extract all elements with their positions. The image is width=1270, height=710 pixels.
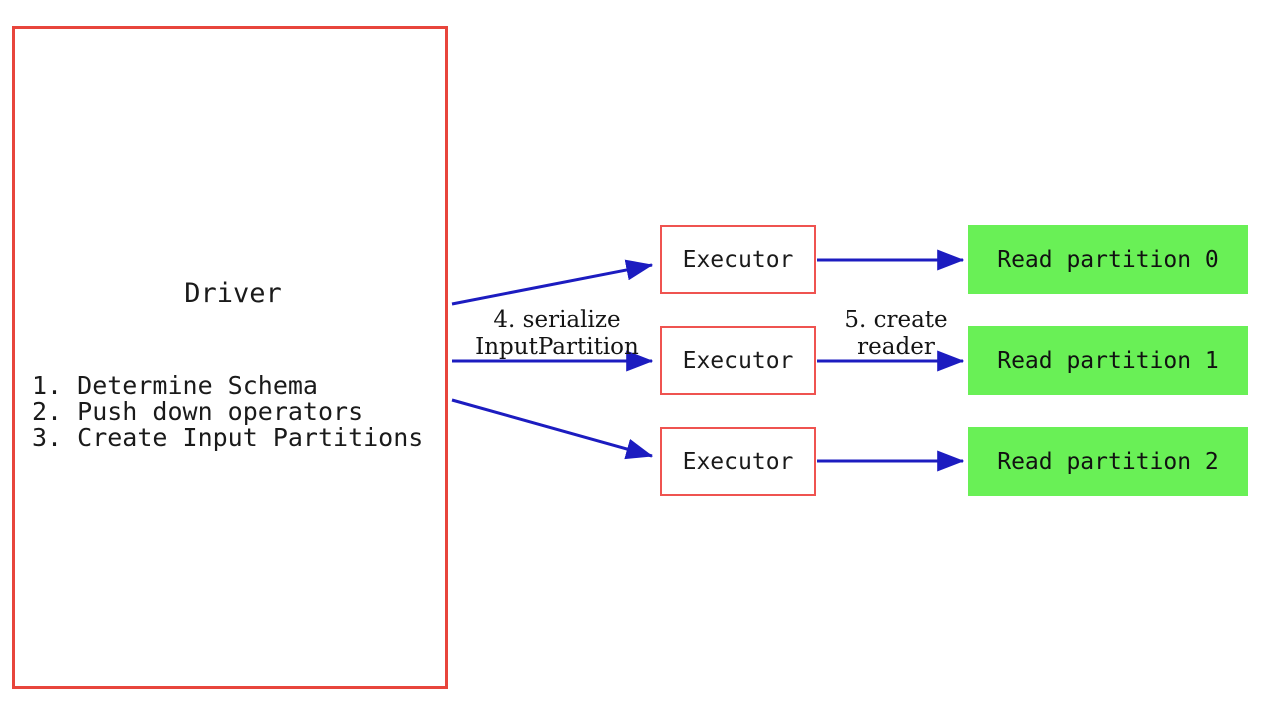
driver-step-list: 1. Determine Schema 2. Push down operato… [32, 373, 442, 451]
partition-label-1: Read partition 1 [997, 347, 1219, 374]
executor-box-3: Executor [660, 427, 816, 496]
executor-box-2: Executor [660, 326, 816, 395]
partition-box-2: Read partition 2 [968, 427, 1248, 496]
edge-label-serialize-input-partition: 4. serialize InputPartition [475, 307, 639, 360]
driver-box: Driver 1. Determine Schema 2. Push down … [12, 26, 448, 689]
driver-step-1: 1. Determine Schema [32, 371, 318, 400]
arrow-driver-to-executor-3 [451, 398, 654, 460]
executor-box-1: Executor [660, 225, 816, 294]
edge-label-create-reader: 5. create reader [844, 307, 948, 360]
partition-box-1: Read partition 1 [968, 326, 1248, 395]
arrow-driver-to-executor-1 [451, 259, 654, 306]
driver-step-2: 2. Push down operators [32, 397, 364, 426]
driver-step-3: 3. Create Input Partitions [32, 423, 424, 452]
executor-label-3: Executor [682, 448, 794, 475]
partition-label-2: Read partition 2 [997, 448, 1219, 475]
driver-title: Driver [184, 278, 282, 309]
partition-label-0: Read partition 0 [997, 246, 1219, 273]
executor-label-2: Executor [682, 347, 794, 374]
partition-box-0: Read partition 0 [968, 225, 1248, 294]
executor-label-1: Executor [682, 246, 794, 273]
